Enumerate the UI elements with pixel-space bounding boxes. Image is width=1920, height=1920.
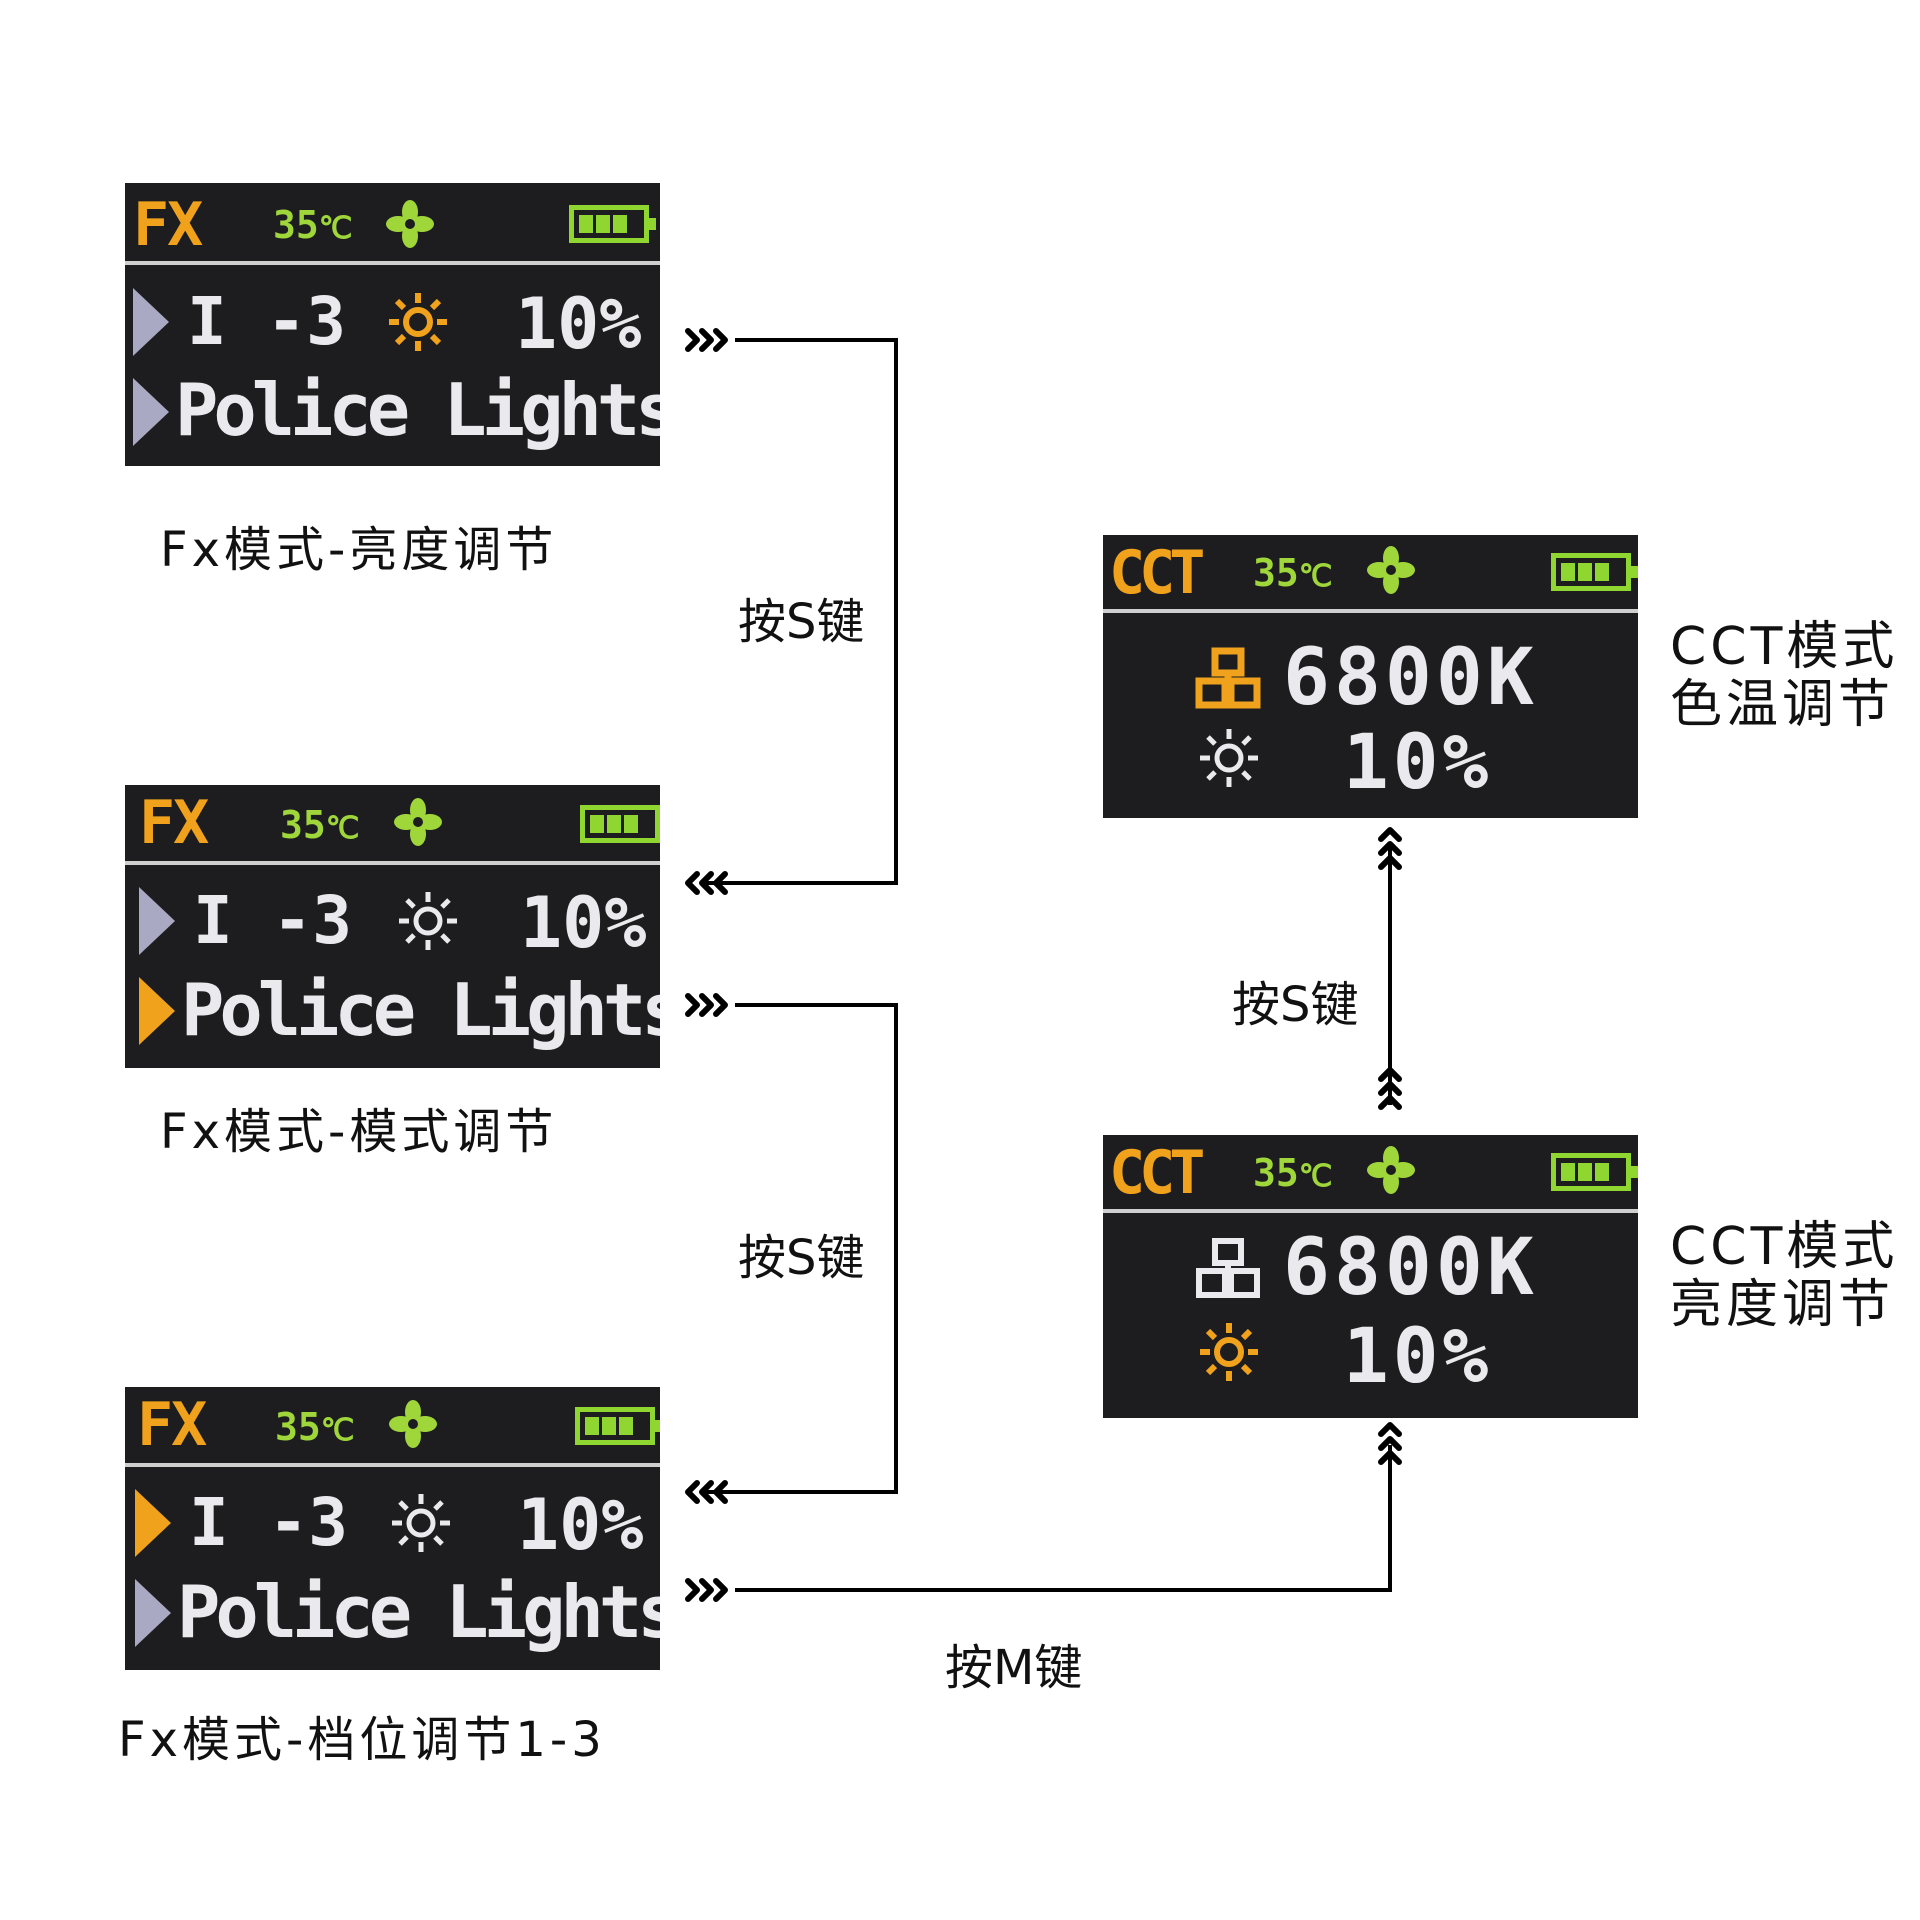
sun-icon: [392, 1494, 450, 1552]
header-divider: [125, 861, 660, 865]
battery-icon: [575, 1407, 660, 1445]
mode-label: CCT: [1109, 1138, 1205, 1208]
brightness-value: 10%: [520, 882, 647, 964]
temperature-readout: 35℃: [1253, 1151, 1333, 1195]
triple-chevron-arrow-icon: [685, 1578, 728, 1602]
triple-chevron-arrow-icon: [685, 993, 728, 1017]
caption-line-1: CCT模式: [1670, 617, 1899, 677]
connector-fx2-to-fx3: [700, 1003, 898, 1494]
pointer-triangle-icon: [133, 288, 169, 356]
caption-line-1: CCT模式: [1670, 1217, 1899, 1277]
pointer-triangle-icon: [133, 378, 169, 446]
caption-fx-effect: Fx模式-模式调节: [160, 1104, 558, 1160]
kelvin-value: 6800K: [1283, 1223, 1538, 1313]
triple-chevron-arrow-icon: [1378, 827, 1402, 870]
temperature-readout: 35℃: [275, 1405, 355, 1449]
brightness-value: 10%: [517, 1484, 644, 1566]
s-key-label: 按S键: [738, 1230, 865, 1286]
mode-label: FX: [137, 1390, 207, 1460]
sun-icon: [1200, 729, 1258, 787]
triple-chevron-arrow-icon: [685, 1480, 728, 1504]
sun-icon: [1200, 1323, 1258, 1381]
s-key-label: 按S键: [738, 594, 865, 650]
caption-cct-color-temp: CCT模式 色温调节: [1670, 618, 1898, 734]
pointer-triangle-icon: [135, 1489, 171, 1557]
battery-icon: [1551, 553, 1638, 591]
level-value: I -3: [187, 283, 346, 360]
cct-screen-brightness: CCT 35℃ 6800K 10%: [1103, 1135, 1638, 1418]
fan-icon: [1367, 546, 1415, 594]
battery-icon: [1551, 1153, 1638, 1191]
triple-chevron-arrow-icon: [1378, 1422, 1402, 1465]
mode-label: FX: [139, 788, 209, 858]
mode-label: CCT: [1109, 538, 1205, 608]
battery-icon: [580, 805, 660, 843]
caption-cct-brightness: CCT模式 亮度调节: [1670, 1218, 1898, 1334]
header-divider: [125, 261, 660, 265]
kelvin-value: 6800K: [1283, 633, 1538, 723]
mode-label: FX: [133, 190, 203, 260]
fx-screen-level: FX 35℃ I -3 10% Police Lights: [125, 1387, 660, 1670]
s-key-label: 按S键: [1232, 977, 1359, 1033]
header-divider: [1103, 609, 1638, 613]
header-divider: [125, 1463, 660, 1467]
sun-icon: [389, 293, 447, 351]
cct-screen-color-temp: CCT 35℃ 6800K 10%: [1103, 535, 1638, 818]
battery-icon: [569, 205, 656, 243]
effect-name: Police Lights: [181, 968, 660, 1052]
m-key-label: 按M键: [945, 1640, 1083, 1696]
connector-fx3-to-cct: [735, 1445, 1392, 1592]
effect-name: Police Lights: [175, 368, 660, 452]
caption-line-2: 色温调节: [1670, 675, 1895, 735]
fan-icon: [389, 1400, 437, 1448]
caption-fx-level: Fx模式-档位调节1-3: [118, 1712, 606, 1768]
fx-screen-effect: FX 35℃ I -3 10% Police Lights: [125, 785, 660, 1068]
header-divider: [1103, 1209, 1638, 1213]
fan-icon: [386, 200, 434, 248]
connector-fx1-to-fx2: [700, 338, 898, 885]
pointer-triangle-icon: [139, 977, 175, 1045]
temperature-readout: 35℃: [273, 203, 353, 247]
caption-line-2: 亮度调节: [1670, 1275, 1895, 1335]
fan-icon: [1367, 1146, 1415, 1194]
level-value: I -3: [193, 882, 352, 959]
triple-chevron-arrow-icon: [685, 328, 728, 352]
brightness-value: 10%: [515, 283, 642, 365]
triple-chevron-arrow-icon: [685, 871, 728, 895]
color-temp-icon: [1195, 647, 1261, 709]
pointer-triangle-icon: [135, 1579, 171, 1647]
brightness-value: 10%: [1343, 1311, 1493, 1400]
sun-icon: [399, 892, 457, 950]
caption-fx-brightness: Fx模式-亮度调节: [160, 522, 558, 578]
fx-screen-brightness: FX 35℃ I -3 10% Police Lights: [125, 183, 660, 466]
effect-name: Police Lights: [177, 1570, 660, 1654]
temperature-readout: 35℃: [280, 803, 360, 847]
color-temp-icon: [1196, 1238, 1260, 1298]
level-value: I -3: [189, 1484, 348, 1561]
brightness-value: 10%: [1343, 717, 1493, 806]
pointer-triangle-icon: [139, 887, 175, 955]
fan-icon: [394, 798, 442, 846]
temperature-readout: 35℃: [1253, 551, 1333, 595]
triple-chevron-arrow-icon: [1378, 1067, 1402, 1110]
